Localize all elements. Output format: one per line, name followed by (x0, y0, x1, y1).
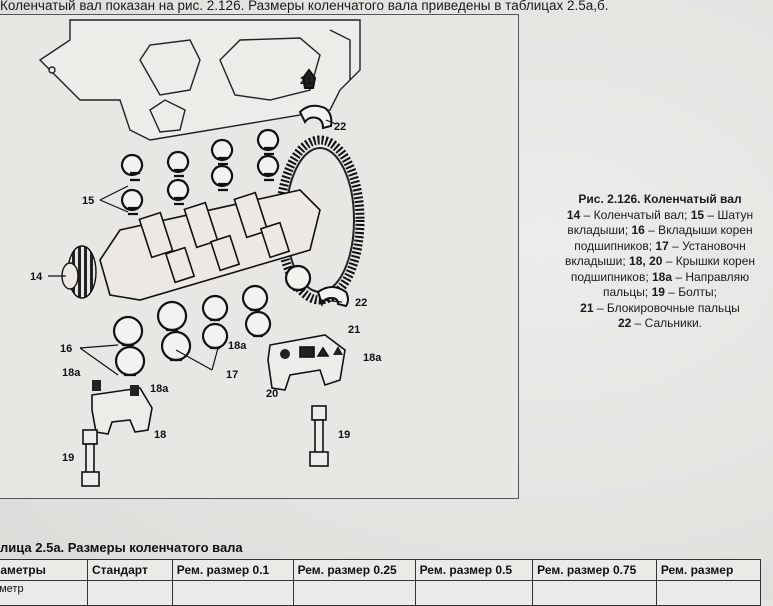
label-16: 16 (60, 343, 72, 355)
bearing-cap-18 (91, 387, 153, 435)
crankshaft-dimensions-table: раметры Стандарт Рем. размер 0.1 Рем. ра… (0, 559, 762, 606)
label-21-top: 21 (300, 75, 312, 87)
crankshaft-body (99, 189, 321, 301)
col-repair-0-5: Рем. размер 0.5 (414, 559, 534, 581)
lower-bearing-shells (112, 264, 312, 377)
label-18: 18 (154, 429, 166, 441)
engine-block-drawing (38, 19, 361, 141)
label-18a-cap: 18a (150, 383, 169, 395)
label-19-left: 19 (62, 452, 74, 464)
label-22-mid: 22 (355, 297, 367, 309)
label-22-top: 22 (334, 121, 346, 133)
bolt-left (81, 429, 100, 487)
timing-gear (61, 245, 97, 299)
label-21-mid: 21 (348, 324, 360, 336)
cell-diameter: аметр (0, 580, 89, 606)
leader-lines (48, 119, 343, 376)
col-standard: Стандарт (87, 559, 173, 581)
label-20: 20 (266, 388, 278, 400)
table-cell (292, 580, 416, 606)
table-title: лица 2.5а. Размеры коленчатого вала (0, 540, 243, 555)
col-repair-0-25: Рем. размер 0.25 (292, 559, 416, 581)
crankshaft-illustration: 22 21 15 14 22 21 16 18a 18a 17 18a 18a … (30, 19, 382, 487)
label-19-right: 19 (338, 429, 350, 441)
table-cell (532, 580, 657, 606)
col-parameters: раметры (0, 559, 89, 581)
table-cell (87, 580, 173, 606)
table-cell (414, 580, 534, 606)
label-18a-right: 18a (363, 352, 382, 364)
table-cell (171, 580, 294, 606)
label-14: 14 (30, 271, 43, 283)
bearing-cap-20 (267, 334, 346, 391)
intro-text: Коленчатый вал показан на рис. 2.126. Ра… (0, 0, 609, 13)
col-repair-0-75: Рем. размер 0.75 (532, 559, 657, 581)
label-18a-center: 18a (228, 340, 247, 352)
bolt-right (309, 405, 329, 467)
label-17: 17 (226, 369, 238, 381)
table-header-row: раметры Стандарт Рем. размер 0.1 Рем. ра… (0, 559, 762, 581)
rear-seal-top (298, 68, 333, 130)
label-18a-left: 18a (62, 367, 81, 379)
col-repair-0-1: Рем. размер 0.1 (171, 559, 294, 581)
figure-caption: Рис. 2.126. Коленчатый вал 14 – Коленчат… (535, 192, 773, 332)
caption-title: Рис. 2.126. Коленчатый вал (578, 192, 742, 206)
label-15: 15 (82, 195, 94, 207)
col-repair-more: Рем. размер (655, 559, 762, 581)
table-row: аметр (0, 580, 762, 606)
upper-bearing-shells (120, 128, 280, 216)
rear-seal-lower (316, 286, 349, 308)
caption-body: 14 – Коленчатый вал; 15 – Шатун вкладыши… (564, 207, 755, 331)
table-cell (655, 580, 762, 606)
